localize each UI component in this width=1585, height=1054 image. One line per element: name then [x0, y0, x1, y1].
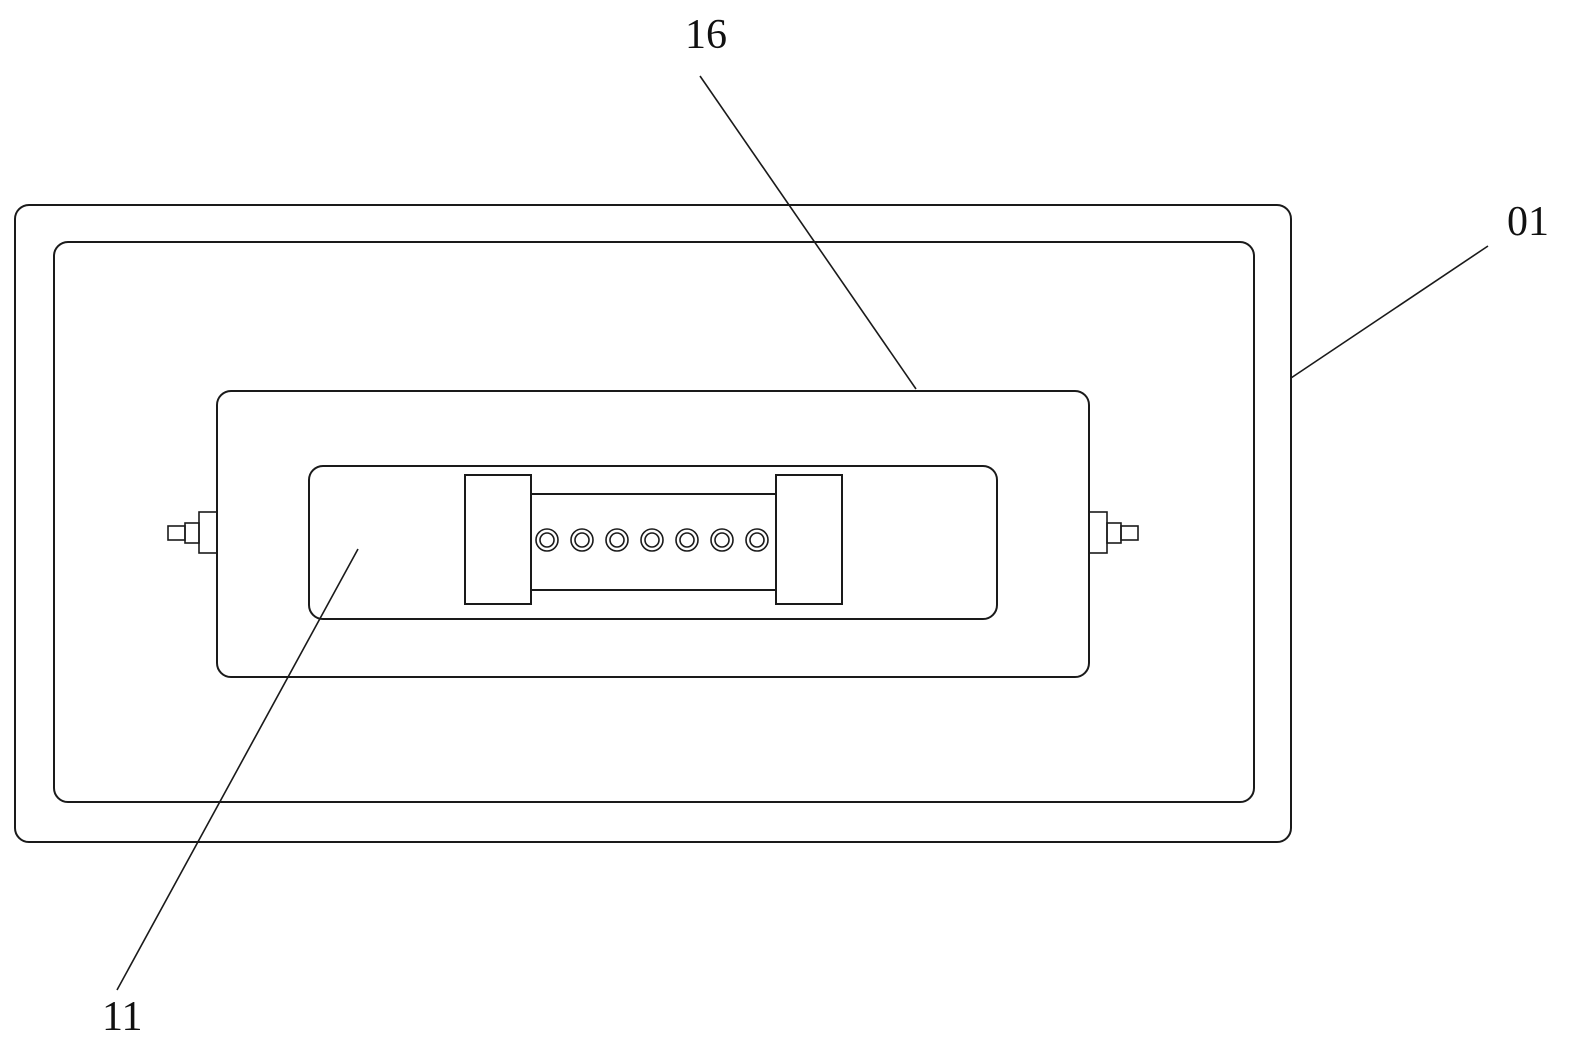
hole-inner-ring [644, 532, 660, 548]
mounting-plate [216, 390, 1090, 678]
label-01: 01 [1507, 199, 1549, 245]
outer-frame-inner-edge [53, 241, 1255, 803]
leader-line-16 [699, 75, 917, 390]
hole-inner-ring [609, 532, 625, 548]
hole-inner-ring [749, 532, 765, 548]
hole [710, 528, 734, 552]
hole-inner-ring [574, 532, 590, 548]
hole-inner-ring [539, 532, 555, 548]
hole [640, 528, 664, 552]
connector-right-block [775, 474, 843, 605]
leader-line-11 [116, 548, 359, 991]
leader-line-01 [1290, 245, 1489, 379]
label-16: 16 [685, 12, 727, 58]
hole [605, 528, 629, 552]
right-side-pin [1088, 511, 1139, 554]
connector-left-block [464, 474, 532, 605]
hole [675, 528, 699, 552]
hole-row [535, 528, 769, 552]
hole [570, 528, 594, 552]
hole-inner-ring [679, 532, 695, 548]
hole [535, 528, 559, 552]
label-11: 11 [102, 994, 142, 1040]
hole-inner-ring [714, 532, 730, 548]
inner-slot [308, 465, 998, 620]
left-side-pin [167, 511, 218, 554]
hole [745, 528, 769, 552]
outer-frame [14, 204, 1292, 843]
